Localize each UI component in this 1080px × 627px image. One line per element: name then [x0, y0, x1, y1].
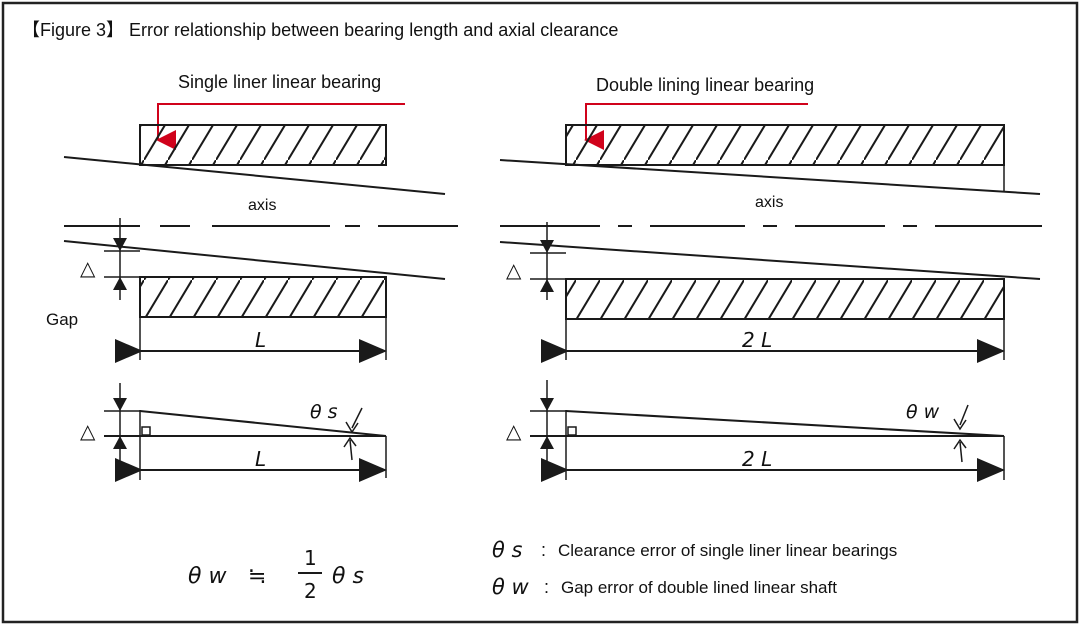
- right-panel-title: Double lining linear bearing: [596, 75, 814, 95]
- right-gap-arrow-down: [540, 240, 554, 253]
- left-length-label: L: [255, 328, 266, 352]
- right-angle-arrow-upper: [953, 404, 969, 431]
- left-triangle-hypotenuse: [139, 410, 387, 437]
- gap-label: Gap: [46, 310, 78, 329]
- left-triangle-delta-symbol: △: [80, 419, 96, 443]
- formula-rhs: θ s: [332, 564, 364, 589]
- right-gap-arrow-up: [540, 279, 554, 292]
- right-lower-shaft-line: [499, 241, 1041, 280]
- legend-separator-s: :: [541, 540, 546, 560]
- figure-title: 【Figure 3】 Error relationship between be…: [22, 20, 618, 40]
- right-angle-arrow-lower: [953, 438, 967, 463]
- legend-separator-w: :: [544, 577, 549, 597]
- legend: θ s : Clearance error of single liner li…: [492, 538, 897, 599]
- formula-numerator: 1: [304, 546, 317, 570]
- left-axis-label: axis: [248, 197, 276, 214]
- right-upper-shaft-line: [499, 159, 1041, 195]
- right-upper-liner: [565, 124, 1005, 166]
- left-angle-arrow-lower: [343, 436, 357, 461]
- left-angle-arrow-upper: [345, 407, 363, 434]
- right-triangle-arrow-up: [540, 436, 554, 449]
- legend-text-s: Clearance error of single liner linear b…: [558, 541, 897, 560]
- left-lower-liner: [139, 276, 387, 318]
- left-gap-arrow-down: [113, 238, 127, 251]
- left-upper-liner: [139, 124, 387, 166]
- formula-denominator: 2: [304, 579, 317, 603]
- left-triangle-arrow-down: [113, 398, 127, 411]
- right-axis-label: axis: [755, 194, 783, 211]
- formula-approx: ≒: [248, 564, 266, 589]
- right-triangle-arrow-down: [540, 398, 554, 411]
- formula: θ w ≒ 1 2 θ s: [188, 546, 364, 603]
- legend-symbol-s: θ s: [492, 538, 523, 562]
- left-right-angle-mark: [141, 426, 151, 436]
- left-panel: Single liner linear bearing axis △ Gap L: [46, 72, 458, 482]
- right-triangle-hypotenuse: [565, 410, 1005, 437]
- left-panel-title: Single liner linear bearing: [178, 72, 381, 92]
- right-lower-liner: [565, 278, 1005, 320]
- left-lower-shaft-line: [63, 240, 446, 280]
- right-triangle-length-label: 2 L: [742, 447, 772, 471]
- left-upper-shaft-line: [63, 156, 446, 195]
- formula-lhs: θ w: [188, 564, 227, 589]
- left-triangle-length-label: L: [255, 447, 266, 471]
- left-gap-arrow-up: [113, 277, 127, 290]
- right-right-angle-mark: [567, 426, 577, 436]
- legend-symbol-w: θ w: [492, 575, 530, 599]
- left-delta-symbol: △: [80, 256, 96, 280]
- right-triangle-delta-symbol: △: [506, 419, 522, 443]
- right-length-label: 2 L: [742, 328, 772, 352]
- right-delta-symbol: △: [506, 258, 522, 282]
- right-panel: Double lining linear bearing axis △ 2 L …: [499, 75, 1042, 482]
- left-triangle-arrow-up: [113, 436, 127, 449]
- legend-text-w: Gap error of double lined linear shaft: [561, 578, 837, 597]
- left-angle-label: θ s: [310, 401, 338, 423]
- right-angle-label: θ w: [906, 401, 940, 423]
